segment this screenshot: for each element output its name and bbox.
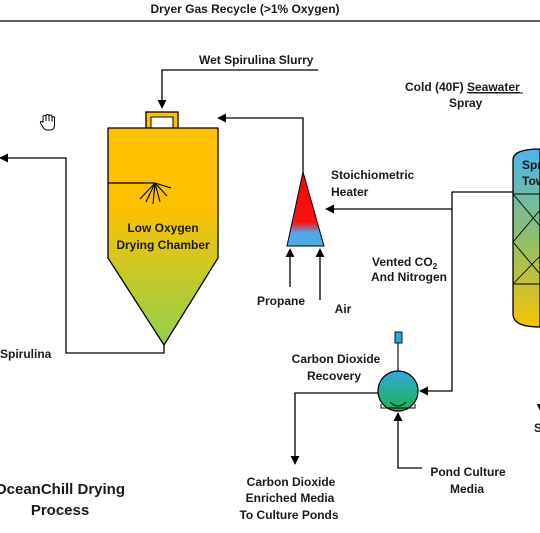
wet-slurry-label: Wet Spirulina Slurry (199, 53, 314, 67)
enriched-label-line2: Enriched Media (246, 491, 335, 505)
tower-gas-pipe (325, 191, 540, 214)
air-label: Air (335, 302, 352, 316)
tower-label-line2: Tow (522, 174, 540, 188)
spirulina-label: Spirulina (0, 347, 52, 361)
spirulina-product-pipe (0, 153, 165, 354)
dryer-gas-recycle-label: Dryer Gas Recycle (>1% Oxygen) (150, 2, 339, 16)
enriched-label-line3: To Culture Ponds (239, 508, 338, 522)
stoich-label-line2: Heater (331, 185, 369, 199)
co2-recovery-reactor (377, 331, 419, 412)
co2-recovery-label-line1: Carbon Dioxide (292, 352, 381, 366)
vented-co2-pipe (419, 209, 453, 396)
seawater-label: Cold (40F) Seawater (405, 80, 520, 94)
pond-label-line1: Pond Culture (430, 465, 506, 479)
diagram-title-line2: Process (31, 502, 89, 519)
spray-nozzle-icon (139, 182, 172, 205)
co2-recovery-label-line2: Recovery (307, 369, 361, 383)
propane-label: Propane (257, 294, 305, 308)
drying-chamber: Low Oxygen Drying Chamber (107, 111, 219, 347)
diagram-title-line1: OceanChill Drying (0, 481, 125, 498)
reactor-vessel (377, 370, 419, 412)
pond-label-line2: Media (450, 482, 484, 496)
slurry-feed-pipe (157, 69, 318, 109)
pond-culture-pipe (393, 412, 422, 469)
drying-chamber-body (107, 127, 219, 347)
hand-cursor-icon (39, 113, 55, 131)
stoichiometric-heater (286, 171, 325, 247)
spray-label: Spray (449, 96, 483, 110)
spray-tower: Spr Tow (512, 148, 540, 328)
vented-label-line1: Vented CO2 (372, 255, 438, 271)
reactor-impeller-icon (389, 401, 407, 407)
dryer-label-line2: Drying Chamber (116, 238, 210, 252)
tower-edge-label: S (534, 421, 540, 435)
hot-gas-pipe (217, 113, 304, 173)
tower-outlet-arrow-icon (537, 404, 540, 411)
vented-label-line2: And Nitrogen (371, 270, 447, 284)
reactor-motor (394, 331, 403, 344)
dryer-label-line1: Low Oxygen (127, 221, 198, 235)
enriched-media-pipe (290, 392, 378, 465)
tower-label-line1: Spr (522, 158, 540, 172)
stoich-label-line1: Stoichiometric (331, 168, 415, 182)
enriched-label-line1: Carbon Dioxide (247, 475, 336, 489)
